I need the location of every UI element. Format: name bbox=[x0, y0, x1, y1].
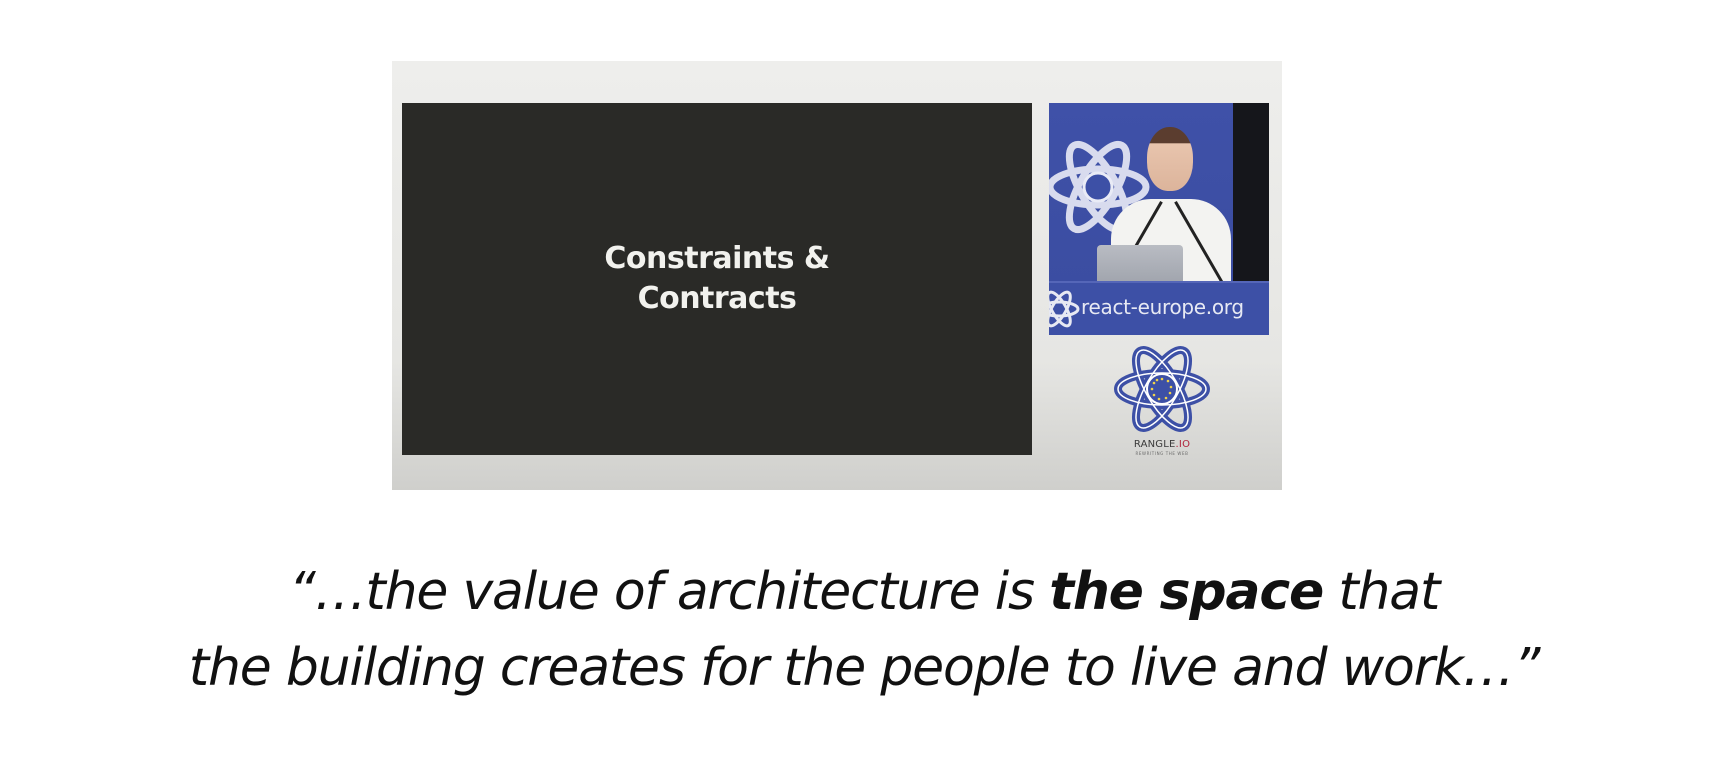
sponsor-block: RANGLE.IO REWRITING THE WEB bbox=[1092, 341, 1232, 471]
architecture-quote: “…the value of architecture is the space… bbox=[0, 554, 1728, 706]
sponsor-name: RANGLE.IO bbox=[1092, 439, 1232, 450]
video-still: Constraints & Contracts bbox=[392, 61, 1282, 490]
quote-emphasis: the space bbox=[1049, 562, 1324, 622]
speaker-head bbox=[1147, 127, 1193, 191]
quote-line-2: the building creates for the people to l… bbox=[188, 638, 1541, 698]
podium-banner: react-europe.org bbox=[1049, 281, 1269, 335]
react-atom-icon bbox=[1049, 140, 1150, 234]
presentation-slide: Constraints & Contracts bbox=[402, 103, 1032, 455]
sponsor-name-accent: .IO bbox=[1175, 439, 1191, 450]
sponsor-tagline: REWRITING THE WEB bbox=[1135, 451, 1189, 456]
quote-line-1-before: “…the value of architecture is bbox=[288, 562, 1050, 622]
banner-react-icon bbox=[1049, 290, 1080, 328]
speaker-camera-view: react-europe.org bbox=[1049, 103, 1269, 335]
quote-line-1: “…the value of architecture is the space… bbox=[0, 554, 1728, 630]
quote-line-1-after: that bbox=[1323, 562, 1440, 622]
slide-title-line-2: Contracts bbox=[637, 281, 797, 316]
banner-url-text: react-europe.org bbox=[1081, 295, 1244, 319]
sponsor-name-main: RANGLE bbox=[1133, 439, 1176, 450]
slide-title-line-1: Constraints & bbox=[604, 241, 830, 276]
react-europe-logo-icon bbox=[1114, 346, 1210, 432]
laptop bbox=[1097, 245, 1183, 287]
